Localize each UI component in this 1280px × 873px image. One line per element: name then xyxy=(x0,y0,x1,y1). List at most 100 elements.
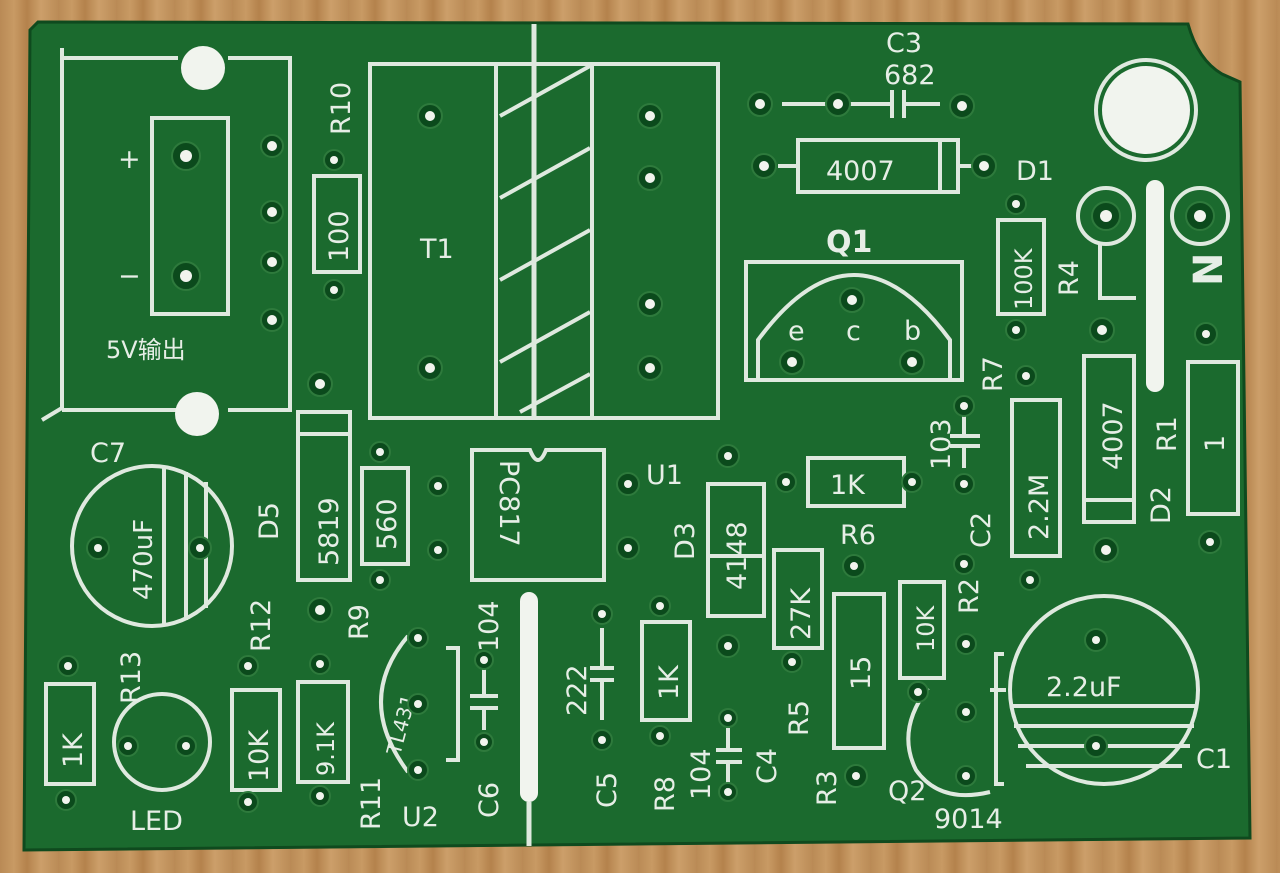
resistor-r6: 1K R6 xyxy=(775,456,923,551)
r11-ref: R11 xyxy=(356,777,387,830)
capacitor-c1: 2.2uF C1 xyxy=(994,594,1232,786)
resistor-r5: 27K R5 xyxy=(772,548,824,736)
r2-value: 10K xyxy=(912,604,940,652)
q1-ref: Q1 xyxy=(826,225,872,260)
capacitor-c4: 104 C4 xyxy=(686,708,783,802)
diode-d5: 5819 xyxy=(296,371,352,623)
resistor-r7: R7 2.2M xyxy=(978,356,1062,591)
c6-value: 104 xyxy=(474,600,505,652)
c1-ref: C1 xyxy=(1196,744,1232,775)
u1-ref: U1 xyxy=(646,460,683,491)
capacitor-c5: 222 C5 xyxy=(562,603,623,808)
r7-value: 2.2M xyxy=(1024,474,1055,540)
d5-ref: D5 xyxy=(254,502,285,540)
capacitor-c6: 104 C6 xyxy=(470,600,505,818)
resistor-r3: 15 R3 xyxy=(812,554,886,806)
led-label: LED xyxy=(130,806,183,837)
resistor-r13: 1K xyxy=(44,655,96,811)
c4-ref: C4 xyxy=(752,748,783,784)
mount-hole-bottom xyxy=(175,392,219,436)
r6-value: 1K xyxy=(830,470,866,501)
capacitor-c7: C7 470uF xyxy=(70,438,234,628)
q1-pin-b: b xyxy=(904,316,921,347)
resistor-r1: 1 R1 xyxy=(1152,322,1240,554)
r3-ref: R3 xyxy=(812,770,843,806)
r4-ref: R4 xyxy=(1054,260,1085,296)
r10-ref: R10 xyxy=(326,82,357,135)
resistor-r11: 9.1K R11 xyxy=(296,653,387,830)
transistor-q1: Q1 e c b xyxy=(744,225,964,382)
r1-value: 1 xyxy=(1200,435,1231,452)
isolation-slot xyxy=(1146,180,1164,392)
d3-ref: D3 xyxy=(670,522,701,560)
c4-value: 104 xyxy=(686,748,717,800)
d3-value: 4148 xyxy=(722,521,753,590)
d2-ref: D2 xyxy=(1146,486,1177,524)
center-isolation-slot xyxy=(520,592,538,802)
r1-ref: R1 xyxy=(1152,416,1183,452)
r12-value: 10K xyxy=(244,729,275,782)
d5-value: 5819 xyxy=(314,497,345,566)
diode-d1: 4007 D1 xyxy=(751,138,1054,194)
output-label: 5V输出 xyxy=(106,336,186,364)
diode-d3: D3 4148 xyxy=(670,444,766,658)
q1-pin-c: c xyxy=(846,316,861,347)
r5-ref: R5 xyxy=(784,700,815,736)
r6-ref: R6 xyxy=(840,520,876,551)
r10-value: 100 xyxy=(324,210,355,262)
coil-mark: N xyxy=(1186,253,1232,286)
r13-ref: R13 xyxy=(116,651,147,704)
resistor-r12: R12 10K xyxy=(230,599,282,813)
c2-ref: C2 xyxy=(966,512,997,548)
transformer-t1: T1 xyxy=(368,24,720,420)
capacitor-c2: 103 C2 xyxy=(926,395,997,575)
resistor-r8: 1K R8 xyxy=(640,595,692,812)
capacitor-c3: C3 682 xyxy=(747,28,975,119)
u2-ref: U2 xyxy=(402,802,439,833)
u1-value: PC817 xyxy=(493,460,524,547)
c7-ref: C7 xyxy=(90,438,126,469)
r9-value: 560 xyxy=(372,498,403,550)
t1-label: T1 xyxy=(419,234,454,265)
c1-value: 2.2uF xyxy=(1046,672,1122,703)
r3-value: 15 xyxy=(846,656,877,690)
plus-label: + xyxy=(118,144,141,175)
r7-ref: R7 xyxy=(978,356,1009,392)
c5-ref: C5 xyxy=(592,772,623,808)
minus-label: − xyxy=(118,261,141,292)
r8-value: 1K xyxy=(654,664,685,700)
mount-hole-top xyxy=(181,46,225,90)
mount-ring-top-right xyxy=(1094,58,1198,162)
q2-value: 9014 xyxy=(934,804,1003,835)
resistor-r2: 10K R2 xyxy=(898,578,985,680)
r13-value: 1K xyxy=(58,732,89,768)
d2-value: 4007 xyxy=(1098,401,1129,470)
r9-ref: R9 xyxy=(344,604,375,640)
r11-value: 9.1K xyxy=(312,721,340,776)
resistor-r4: 100K R4 xyxy=(996,193,1085,341)
led-indicator: R13 LED xyxy=(112,651,212,837)
input-coil-area: N xyxy=(1076,180,1232,392)
c3-value: 682 xyxy=(884,60,936,91)
optocoupler-u1: PC817 U1 xyxy=(470,448,683,582)
r2-ref: R2 xyxy=(954,578,985,614)
r5-value: 27K xyxy=(786,587,817,640)
r8-ref: R8 xyxy=(650,776,681,812)
c3-ref: C3 xyxy=(886,28,922,59)
transistor-q2: Q2 9014 xyxy=(888,681,1006,835)
resistor-r10: R10 100 xyxy=(312,82,362,301)
r4-value: 100K xyxy=(1010,247,1038,310)
q1-pin-e: e xyxy=(788,316,805,347)
q2-ref: Q2 xyxy=(888,776,926,807)
diode-d2: 4007 D2 xyxy=(1082,317,1177,563)
mount-hole-top-right xyxy=(1102,66,1190,154)
c6-ref: C6 xyxy=(474,782,505,818)
c7-value: 470uF xyxy=(129,519,159,600)
r12-ref: R12 xyxy=(246,599,277,652)
c5-value: 222 xyxy=(562,664,593,716)
output-connector: + − 5V输出 xyxy=(40,46,292,436)
resistor-r9: 560 R9 xyxy=(344,441,449,640)
d1-value: 4007 xyxy=(826,156,895,187)
d1-ref: D1 xyxy=(1016,156,1054,187)
